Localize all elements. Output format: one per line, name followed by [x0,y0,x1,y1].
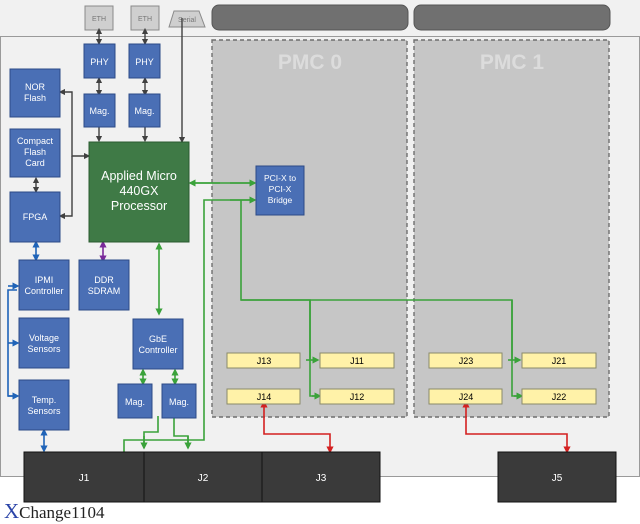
slot-j11 [319,352,395,369]
slot-j24 [428,388,503,405]
slot-j14 [226,388,301,405]
block-mag-2: Mag. [128,93,161,128]
slot-j13 [226,352,301,369]
caption-text: Change1104 [19,503,105,522]
eth-port-1 [84,5,114,31]
connector-j5: J5 [497,451,617,503]
block-mag-3: Mag. [117,383,153,419]
block-mag-1: Mag. [83,93,116,128]
eth-port-2-label: ETH [138,16,152,23]
slot-j12-label: J12 [350,392,365,402]
block-phy-2: PHY [128,43,161,79]
pmc1-title: PMC 1 [480,51,545,74]
pmc0-front-opening [211,4,409,31]
svg-text:PHY: PHY [135,57,154,67]
pmc0-title: PMC 0 [278,51,342,74]
slot-j24-label: J24 [459,392,474,402]
svg-text:Mag.: Mag. [125,397,145,407]
block-temp-sensors: Temp.Sensors [18,379,70,431]
connector-j2: J2 [143,451,263,503]
svg-text:J5: J5 [552,473,563,484]
serial-port-label: Serial [178,17,196,24]
slot-j23-label: J23 [459,356,474,366]
eth-port-1-label: ETH [92,16,106,23]
slot-j21 [521,352,597,369]
svg-text:Mag.: Mag. [89,106,109,116]
svg-text:FPGA: FPGA [23,212,48,222]
slot-j22 [521,388,597,405]
pcix-bridge [255,165,305,216]
block-fpga: FPGA [9,191,61,243]
svg-text:J2: J2 [198,473,209,484]
block-phy-1: PHY [83,43,116,79]
eth-port-2 [130,5,160,31]
slot-j14-label: J14 [257,392,272,402]
caption-mark: X [4,499,20,523]
pci-bus-arrows [139,179,524,450]
block-mag-4: Mag. [161,383,197,419]
svg-text:J3: J3 [316,473,327,484]
caption: XChange1104 [4,499,104,524]
management-links [7,240,48,453]
svg-text:Temp.Sensors: Temp.Sensors [27,395,61,416]
rear-io-links [260,400,571,454]
svg-text:PHY: PHY [90,57,109,67]
connector-j3: J3 [261,451,381,503]
pmc1-front-opening [413,4,611,31]
connector-j1: J1 [23,451,145,503]
serial-port [168,10,206,28]
slot-j21-label: J21 [552,356,567,366]
svg-text:Mag.: Mag. [134,106,154,116]
svg-text:J1: J1 [79,473,90,484]
svg-text:Mag.: Mag. [169,397,189,407]
slot-j12 [319,388,395,405]
slot-j11-label: J11 [350,356,364,366]
slot-j23 [428,352,503,369]
slot-j22-label: J22 [552,392,567,402]
slot-j13-label: J13 [257,356,272,366]
